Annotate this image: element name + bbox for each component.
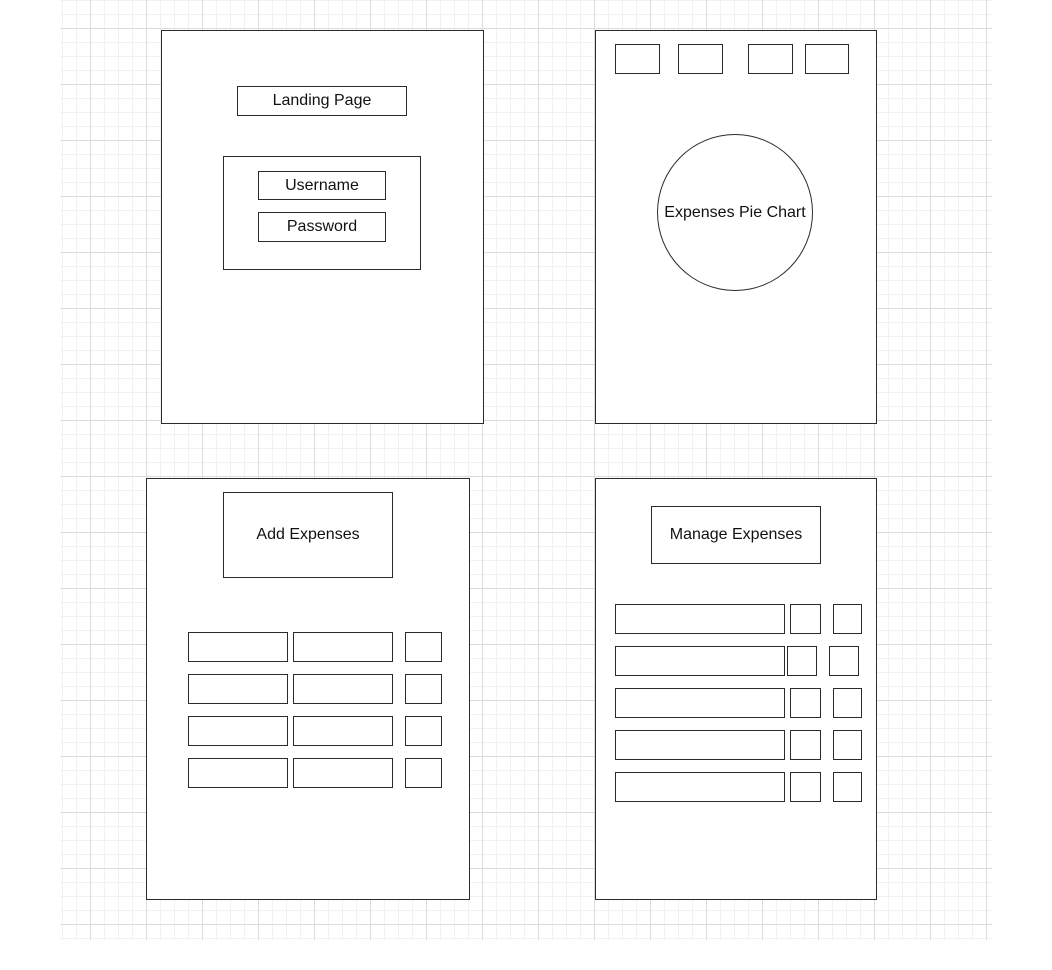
nav-button-4[interactable] <box>805 44 849 74</box>
edit-button[interactable] <box>790 688 821 718</box>
expense-action-button[interactable] <box>405 674 442 704</box>
expenses-pie-chart: Expenses Pie Chart <box>657 134 813 291</box>
nav-button-1[interactable] <box>615 44 660 74</box>
delete-button[interactable] <box>833 604 862 634</box>
edit-button[interactable] <box>790 772 821 802</box>
expense-row-field[interactable] <box>615 646 785 676</box>
expense-input-field[interactable] <box>188 716 288 746</box>
expense-input-field[interactable] <box>188 632 288 662</box>
expense-action-button[interactable] <box>405 758 442 788</box>
expense-input-field[interactable] <box>293 758 393 788</box>
delete-button[interactable] <box>833 772 862 802</box>
expense-input-field[interactable] <box>188 758 288 788</box>
delete-button[interactable] <box>833 730 862 760</box>
manage-expenses-title: Manage Expenses <box>651 506 821 564</box>
username-field[interactable]: Username <box>258 171 386 200</box>
expense-input-field[interactable] <box>293 674 393 704</box>
nav-button-2[interactable] <box>678 44 723 74</box>
edit-button[interactable] <box>790 604 821 634</box>
landing-page-title: Landing Page <box>237 86 407 116</box>
expense-action-button[interactable] <box>405 716 442 746</box>
delete-button[interactable] <box>833 688 862 718</box>
expense-input-field[interactable] <box>293 716 393 746</box>
expense-action-button[interactable] <box>405 632 442 662</box>
expense-row-field[interactable] <box>615 772 785 802</box>
expense-row-field[interactable] <box>615 730 785 760</box>
nav-button-3[interactable] <box>748 44 793 74</box>
add-expenses-title: Add Expenses <box>223 492 393 578</box>
expense-input-field[interactable] <box>293 632 393 662</box>
edit-button[interactable] <box>790 730 821 760</box>
expense-row-field[interactable] <box>615 604 785 634</box>
password-field[interactable]: Password <box>258 212 386 242</box>
expense-input-field[interactable] <box>188 674 288 704</box>
expense-row-field[interactable] <box>615 688 785 718</box>
delete-button[interactable] <box>829 646 859 676</box>
edit-button[interactable] <box>787 646 817 676</box>
